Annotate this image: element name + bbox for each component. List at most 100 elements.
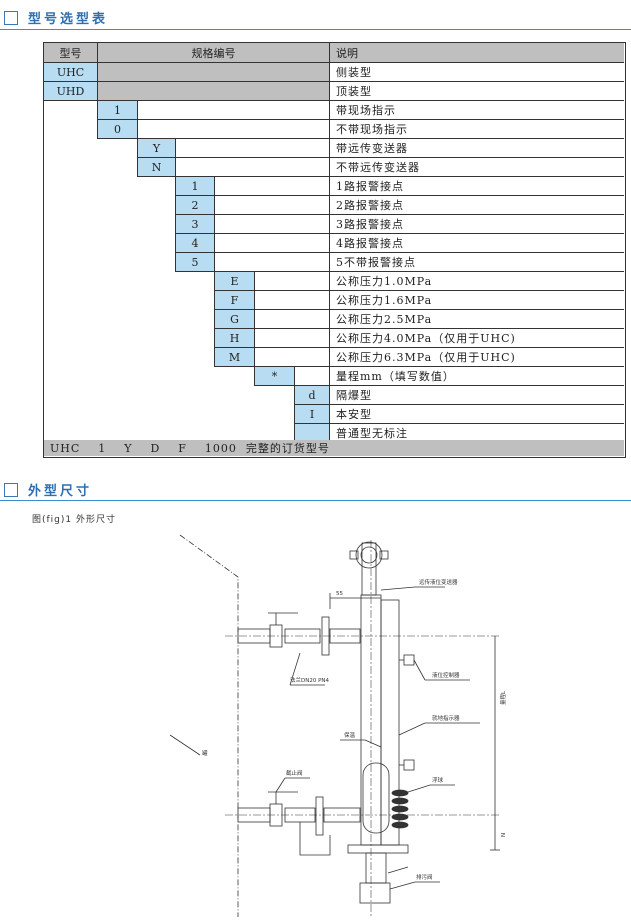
table-blank <box>44 386 295 405</box>
table-blank <box>44 424 295 443</box>
table-row-desc: 公称压力4.0MPa（仅用于UHC) <box>330 329 624 348</box>
table-row-desc: 顶装型 <box>330 82 624 101</box>
table-row-filler <box>138 101 330 120</box>
model-selection-table: 型号规格编号说明 UHC 侧装型 UHD 顶装型 1 带现场指示 0 不带现场指示 Y 带远传变送器… <box>43 42 626 458</box>
table-row-code: N <box>138 158 176 177</box>
label-drain: 排污阀 <box>416 873 433 881</box>
table-blank <box>44 120 98 139</box>
label-insulation: 保温 <box>344 731 356 739</box>
table-blank <box>44 234 176 253</box>
square-bullet-icon <box>4 10 18 25</box>
label-dim-n: N <box>501 833 507 837</box>
float-coils <box>391 789 409 829</box>
table-blank <box>44 253 176 272</box>
table-row-code: H <box>215 329 255 348</box>
table-blank <box>44 139 138 158</box>
table-row-desc: 带现场指示 <box>330 101 624 120</box>
section-rule <box>0 500 631 501</box>
table-row-desc: 公称压力1.6MPa <box>330 291 624 310</box>
table-row-desc: 2路报警接点 <box>330 196 624 215</box>
table-blank <box>44 101 98 120</box>
label-dim55: 55 <box>336 591 343 597</box>
table-row-desc: 带远传变送器 <box>330 139 624 158</box>
label-indicator: 就地指示器 <box>432 714 460 722</box>
table-blank <box>44 158 138 177</box>
header-spec: 规格编号 <box>98 43 330 63</box>
table-row-filler <box>255 272 330 291</box>
table-blank <box>44 329 215 348</box>
table-blank <box>44 272 215 291</box>
table-row-code: 5 <box>176 253 215 272</box>
table-blank <box>44 196 176 215</box>
table-row-code: E <box>215 272 255 291</box>
table-row-code: 4 <box>176 234 215 253</box>
label-range: 量程L <box>499 690 507 705</box>
table-row-filler <box>176 139 330 158</box>
table-row-code: 3 <box>176 215 215 234</box>
table-row-desc: 公称压力1.0MPa <box>330 272 624 291</box>
table-row-filler <box>255 310 330 329</box>
table-row-code: * <box>255 367 295 386</box>
table-row-filler <box>176 158 330 177</box>
table-row-code: UHC <box>44 63 98 82</box>
table-row-filler <box>215 177 330 196</box>
table-blank <box>44 215 176 234</box>
dimension-drawing: 远传液位变送器 55 法兰DN20 PN4 液位控制器 就地指示器 保温 罐 截… <box>169 534 507 917</box>
table-blank <box>44 348 215 367</box>
table-row-filler <box>215 215 330 234</box>
table-row-code: 1 <box>98 101 138 120</box>
label-transmitter: 远传液位变送器 <box>419 578 458 586</box>
table-blank <box>44 367 255 386</box>
table-row-code: G <box>215 310 255 329</box>
table-row-desc: 公称压力6.3MPa（仅用于UHC) <box>330 348 624 367</box>
section-dimensions-header: 外型尺寸 <box>4 480 92 499</box>
table-blank <box>44 291 215 310</box>
label-tank: 罐 <box>202 749 208 757</box>
table-footer-example: UHC 1 Y D F 1000 完整的订货型号 <box>44 440 624 456</box>
table-row-desc: 不带现场指示 <box>330 120 624 139</box>
table-row-filler <box>215 234 330 253</box>
table-row-code: Y <box>138 139 176 158</box>
section-rule <box>0 29 631 30</box>
section-title: 外型尺寸 <box>28 484 93 499</box>
table-row-filler <box>138 120 330 139</box>
table-row-filler <box>255 329 330 348</box>
table-row-code: I <box>295 405 330 424</box>
table-row-code: 0 <box>98 120 138 139</box>
table-row-desc: 侧装型 <box>330 63 624 82</box>
table-row-desc: 隔爆型 <box>330 386 624 405</box>
table-blank <box>44 177 176 196</box>
section-selection-header: 型号选型表 <box>4 8 108 27</box>
table-row-filler <box>255 291 330 310</box>
table-row-desc: 5不带报警接点 <box>330 253 624 272</box>
table-blank <box>44 405 295 424</box>
table-row-desc: 4路报警接点 <box>330 234 624 253</box>
label-controller: 液位控制器 <box>432 671 460 679</box>
table-blank <box>44 310 215 329</box>
table-row-desc: 1路报警接点 <box>330 177 624 196</box>
table-row-desc: 公称压力2.5MPa <box>330 310 624 329</box>
tank-wall-line <box>179 534 239 917</box>
square-bullet-icon <box>4 482 18 497</box>
table-row-desc: 3路报警接点 <box>330 215 624 234</box>
label-valve: 截止阀 <box>286 769 303 777</box>
table-row-filler <box>98 63 330 82</box>
table-row-code: 1 <box>176 177 215 196</box>
table-row-filler <box>98 82 330 101</box>
table-row-code: 2 <box>176 196 215 215</box>
table-row-filler <box>295 367 330 386</box>
table-row-code: F <box>215 291 255 310</box>
section-title: 型号选型表 <box>28 12 109 27</box>
table-row-code: M <box>215 348 255 367</box>
table-row-code: UHD <box>44 82 98 101</box>
figure-caption: 图(fig)1 外形尺寸 <box>32 515 116 525</box>
table-row-filler <box>215 253 330 272</box>
table-row-desc: 量程mm（填写数值） <box>330 367 624 386</box>
table-row-filler <box>215 196 330 215</box>
label-flange: 法兰DN20 PN4 <box>290 676 330 684</box>
header-desc: 说明 <box>330 43 624 63</box>
table-row-filler <box>255 348 330 367</box>
label-float: 浮球 <box>432 776 444 784</box>
header-model: 型号 <box>44 43 98 63</box>
table-grid: 型号规格编号说明 UHC 侧装型 UHD 顶装型 1 带现场指示 0 不带现场指示 Y 带远传变送器… <box>44 43 624 456</box>
